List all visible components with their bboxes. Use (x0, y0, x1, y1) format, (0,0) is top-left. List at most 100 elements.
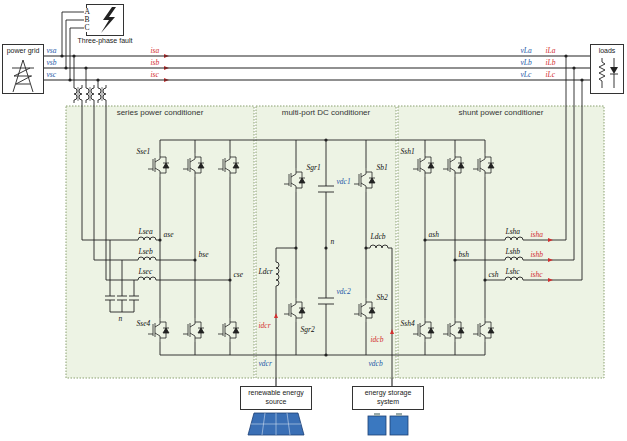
igbt-switch (218, 153, 239, 177)
conditioner-band: series power conditioner (66, 106, 254, 378)
signal-label: vLa (520, 47, 532, 55)
battery-terminal (374, 413, 380, 416)
signal-label: ase (163, 231, 174, 239)
igbt-switch (183, 153, 204, 177)
source-box: renewable energy source (240, 386, 312, 410)
signal-label: ishb (530, 251, 544, 259)
junction-dot (364, 246, 367, 249)
signal-label: vsa (46, 47, 57, 55)
wire-connector (44, 79, 590, 80)
junction-dot (324, 138, 327, 141)
lightning-symbol (101, 7, 116, 33)
signal-label: vLc (520, 71, 532, 79)
signal-label: isa (150, 47, 160, 55)
load-box: loads (590, 44, 624, 94)
signal-label: Sse4 (136, 320, 151, 328)
signal-label: vdc2 (336, 288, 351, 296)
igbt-switch (473, 318, 494, 342)
storage-box: energy storage system (352, 386, 424, 410)
conditioner-band: shunt power conditioner (398, 106, 604, 378)
junction-dot (158, 238, 161, 241)
inverter-leg (425, 140, 485, 355)
capacitor-symbol (105, 240, 139, 312)
current-arrow (548, 258, 553, 262)
inductor-symbol (138, 237, 156, 280)
signal-label: vdc1 (336, 178, 351, 186)
transformer-lead (74, 56, 98, 88)
secondary-wire (82, 100, 106, 280)
signal-label: iLa (545, 47, 556, 55)
signal-label: n (330, 238, 335, 246)
solar-panel-icon (248, 413, 304, 435)
signal-label: Ldcr (258, 268, 273, 276)
junction-dot (228, 278, 231, 281)
node-text: power grid (6, 47, 40, 56)
junction-dots (60, 54, 583, 356)
battery-cell (368, 416, 386, 435)
igbt-switch (473, 153, 494, 177)
igbt-switch (148, 153, 169, 177)
igbt-switch (148, 318, 169, 342)
fault-box: Three-phase fault (86, 4, 124, 36)
current-arrow (274, 313, 278, 318)
inductor-symbol (276, 262, 279, 286)
converter-leg (296, 140, 366, 355)
signal-label: isha (530, 231, 544, 239)
node-text: energy storage system (356, 389, 420, 406)
wire-connector (44, 67, 590, 68)
signal-label: Lseb (138, 248, 153, 256)
signal-label: Sse1 (136, 148, 151, 156)
signal-label: isb (150, 59, 160, 67)
signal-label: Ssh4 (400, 320, 415, 328)
pylon-icon (12, 60, 34, 92)
signal-label: bse (198, 251, 209, 259)
signal-label: Lsha (505, 228, 521, 236)
resistor-symbol (599, 58, 605, 88)
dc-rail (160, 140, 485, 355)
igbt-switch (413, 153, 434, 177)
signal-label: vsc (46, 71, 57, 79)
junction-dot (483, 278, 486, 281)
signal-label: Lshc (505, 268, 520, 276)
current-arrows (164, 54, 553, 334)
signal-label: isc (150, 71, 159, 79)
signal-label: cse (233, 271, 244, 279)
inductor-symbol (505, 237, 523, 280)
node-text: Three-phase fault (78, 37, 133, 45)
signal-label: Lshb (505, 248, 521, 256)
wire-connector (275, 378, 276, 386)
igbt-switch (183, 318, 204, 342)
signal-label: Sgr1 (306, 164, 321, 172)
signal-label: Sb1 (376, 164, 388, 172)
signal-label: A (84, 8, 90, 16)
node-text: multi-port DC conditioner (280, 108, 372, 118)
diode-symbol (610, 58, 618, 88)
signal-label: Lsec (138, 268, 153, 276)
transformer-primary (74, 88, 101, 100)
current-arrow (548, 238, 553, 242)
renewable-wire (276, 248, 296, 378)
node-text: renewable energy source (244, 389, 308, 406)
current-arrow (548, 278, 553, 282)
signal-label: idcb (370, 336, 384, 344)
signal-label: ash (428, 231, 439, 239)
inverter-leg (160, 140, 230, 355)
signal-label: idcr (258, 322, 271, 330)
signal-label: iLc (545, 71, 556, 79)
igbt-switch (413, 318, 434, 342)
signal-label: bsh (458, 251, 469, 259)
junction-dot (324, 353, 327, 356)
wire-connector (391, 378, 392, 386)
junction-dot (324, 246, 327, 249)
node-text: shunt power conditioner (457, 108, 546, 118)
signal-label: ishc (530, 271, 543, 279)
inductor-symbol (370, 245, 388, 248)
node-text: loads (594, 47, 620, 56)
diode-symbol (610, 67, 618, 74)
battery-terminal (396, 413, 402, 416)
junction-dot (193, 258, 196, 261)
